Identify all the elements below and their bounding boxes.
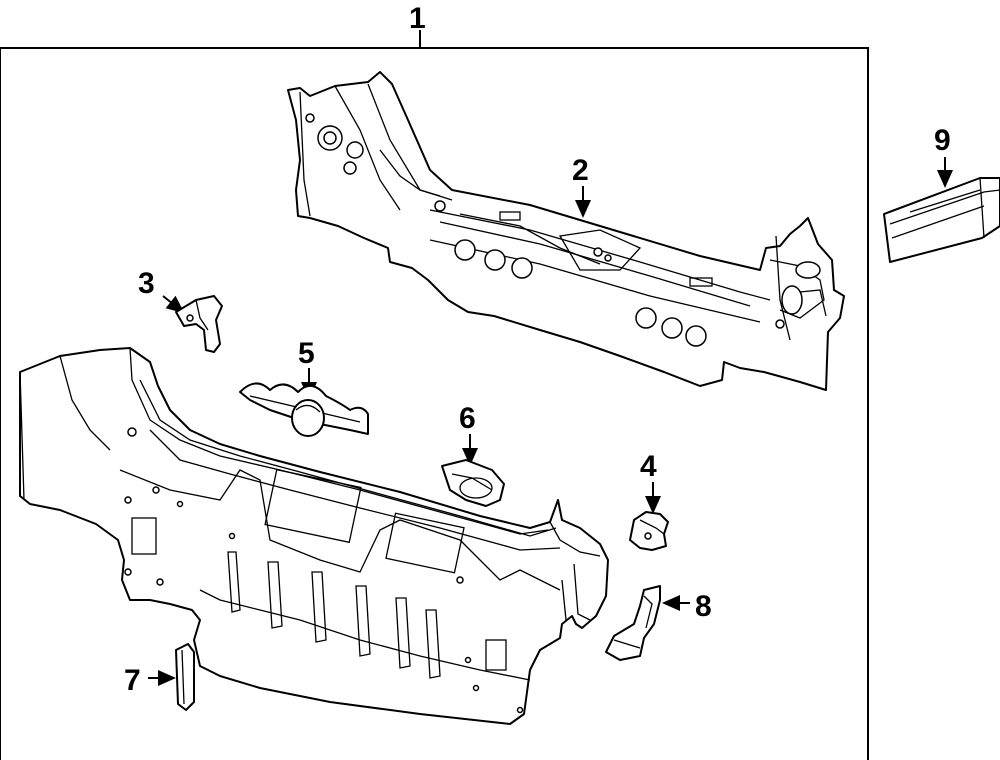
part-7-bracket xyxy=(175,643,195,711)
assembly-frame xyxy=(0,30,869,760)
part-4-clip xyxy=(629,511,669,551)
part-8-bracket xyxy=(605,585,661,661)
leader-arrows xyxy=(148,157,953,686)
part-9-bracket xyxy=(883,177,1000,263)
callout-1: 1 xyxy=(409,2,426,35)
part-6-bracket xyxy=(441,459,505,507)
part-2-rear-rail-panel xyxy=(287,71,845,391)
callout-3: 3 xyxy=(138,267,155,300)
part-5-reinforcement xyxy=(239,382,369,437)
callout-7: 7 xyxy=(124,664,141,697)
callout-2: 2 xyxy=(572,154,589,187)
callout-9: 9 xyxy=(934,124,951,157)
callout-6: 6 xyxy=(459,402,476,435)
callout-4: 4 xyxy=(640,450,657,483)
callout-5: 5 xyxy=(298,337,315,370)
part-3-bracket xyxy=(175,295,223,353)
part-1-rear-body-panel xyxy=(19,347,609,725)
callout-8: 8 xyxy=(695,590,712,623)
